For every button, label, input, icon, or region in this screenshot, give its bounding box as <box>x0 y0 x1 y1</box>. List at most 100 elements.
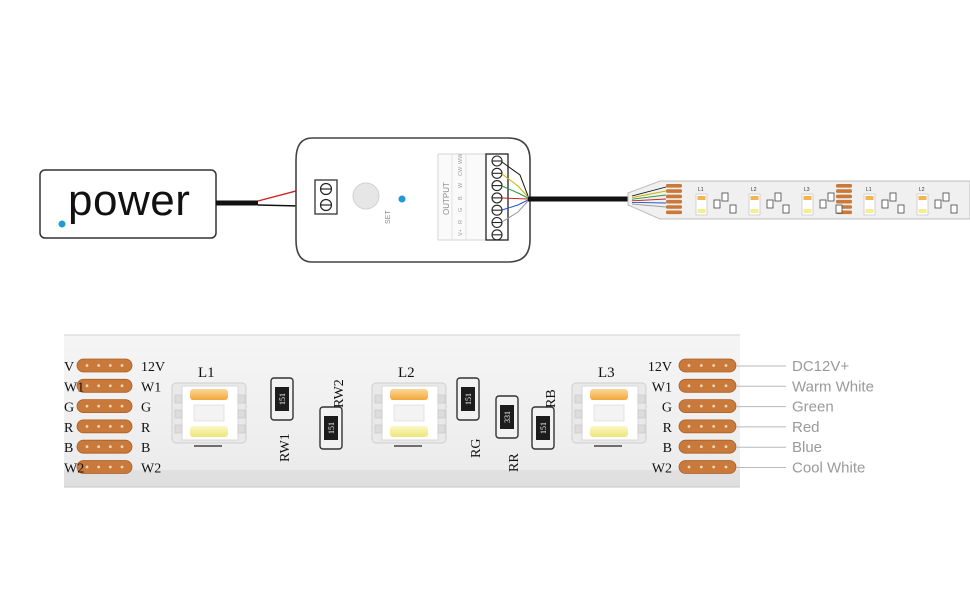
mini-solder-pad <box>666 189 682 193</box>
mini-led-label: L1 <box>866 187 872 193</box>
pad-label: R <box>663 421 673 436</box>
solder-pad <box>76 419 133 434</box>
mini-resistor <box>942 192 950 202</box>
mini-resistor <box>782 204 790 214</box>
solder-pad <box>678 358 737 373</box>
input-terminal <box>314 179 338 215</box>
pad-label: B <box>141 441 150 456</box>
power-supply-box: power <box>39 169 217 239</box>
resistor-code: 151 <box>539 422 548 434</box>
warm-white-die <box>190 389 228 400</box>
terminal-label: V+ <box>458 229 464 236</box>
solder-pad <box>76 439 133 454</box>
led-label: L2 <box>398 365 415 381</box>
mini-resistor <box>729 204 737 214</box>
pad-label: 12V <box>648 360 672 375</box>
resistor-label: RG <box>469 439 484 458</box>
left-pad-label: R <box>64 421 74 436</box>
led-chip: L2 <box>371 365 447 447</box>
legend-label: Green <box>792 399 834 416</box>
mini-solder-pad <box>836 194 852 199</box>
mini-resistor <box>827 192 835 202</box>
resistor-label: RW2 <box>332 379 347 408</box>
mini-resistor <box>766 199 774 209</box>
mini-led <box>916 193 929 216</box>
mini-led-label: L2 <box>751 187 757 193</box>
mini-led <box>748 193 761 216</box>
status-led-dot <box>398 195 406 203</box>
terminal-label: CW <box>458 166 464 176</box>
resistor-code: 151 <box>464 393 473 405</box>
legend-label: Warm White <box>792 378 874 395</box>
mini-solder-pad <box>666 194 682 199</box>
mini-solder-pad <box>836 199 852 204</box>
terminal-screw <box>491 167 503 179</box>
cool-white-die <box>190 426 228 437</box>
mini-led-label: L2 <box>919 187 925 193</box>
set-button[interactable] <box>352 182 380 210</box>
strip-leds: L1 L2 L3 <box>171 365 647 447</box>
mini-resistor <box>950 204 958 214</box>
mini-solder-pad <box>666 199 682 204</box>
warm-white-die <box>590 389 628 400</box>
solder-pad <box>678 399 737 414</box>
terminal-screw <box>491 192 503 204</box>
solder-pad <box>678 419 737 434</box>
left-pad-label: V <box>64 360 74 375</box>
resistor-code: 151 <box>327 422 336 434</box>
mini-resistor <box>721 192 729 202</box>
legend-label: Cool White <box>792 460 865 477</box>
led-chip: L1 <box>171 365 247 447</box>
output-label: OUTPUT <box>442 182 451 215</box>
set-label: SET <box>385 210 392 224</box>
pad-label: B <box>663 441 672 456</box>
mini-led <box>695 193 708 216</box>
mini-resistor <box>774 192 782 202</box>
pad-label: W2 <box>652 462 672 477</box>
solder-pad <box>76 378 133 393</box>
warm-white-die <box>390 389 428 400</box>
resistor-label: RB <box>544 389 559 408</box>
led-label: L1 <box>198 365 215 381</box>
cool-white-die <box>590 426 628 437</box>
resistor-code: 151 <box>278 393 287 405</box>
mini-resistor <box>881 199 889 209</box>
left-pad-label: W2 <box>64 462 84 477</box>
mini-resistor <box>835 204 843 214</box>
led-label: L3 <box>598 365 615 381</box>
power-accent-dot <box>58 220 66 228</box>
resistor-label: RR <box>507 453 522 472</box>
mini-solder-pad <box>666 210 682 215</box>
pad-label: W1 <box>141 380 161 395</box>
mini-solder-pad <box>666 184 682 188</box>
terminal-label: B <box>458 196 464 200</box>
resistor: 151 RW2 <box>319 379 347 450</box>
pad-label: G <box>662 401 672 416</box>
terminal-screw <box>491 229 503 241</box>
terminal-screw <box>491 155 503 167</box>
solder-pad <box>678 439 737 454</box>
mini-solder-pad <box>666 205 682 209</box>
pad-label: 12V <box>141 360 165 375</box>
output-terminal-block <box>485 153 509 241</box>
mini-resistor <box>713 199 721 209</box>
terminal-screw <box>491 204 503 216</box>
pad-label: W1 <box>652 380 672 395</box>
pad-label: W2 <box>141 462 161 477</box>
led-chip: L3 <box>571 365 647 447</box>
legend-label: DC12V+ <box>792 358 849 375</box>
legend-label: Blue <box>792 439 822 456</box>
resistor-label: RW1 <box>278 433 293 462</box>
terminal-label: WW <box>458 153 464 164</box>
terminal-label: R <box>458 220 464 224</box>
solder-pad <box>76 460 133 474</box>
